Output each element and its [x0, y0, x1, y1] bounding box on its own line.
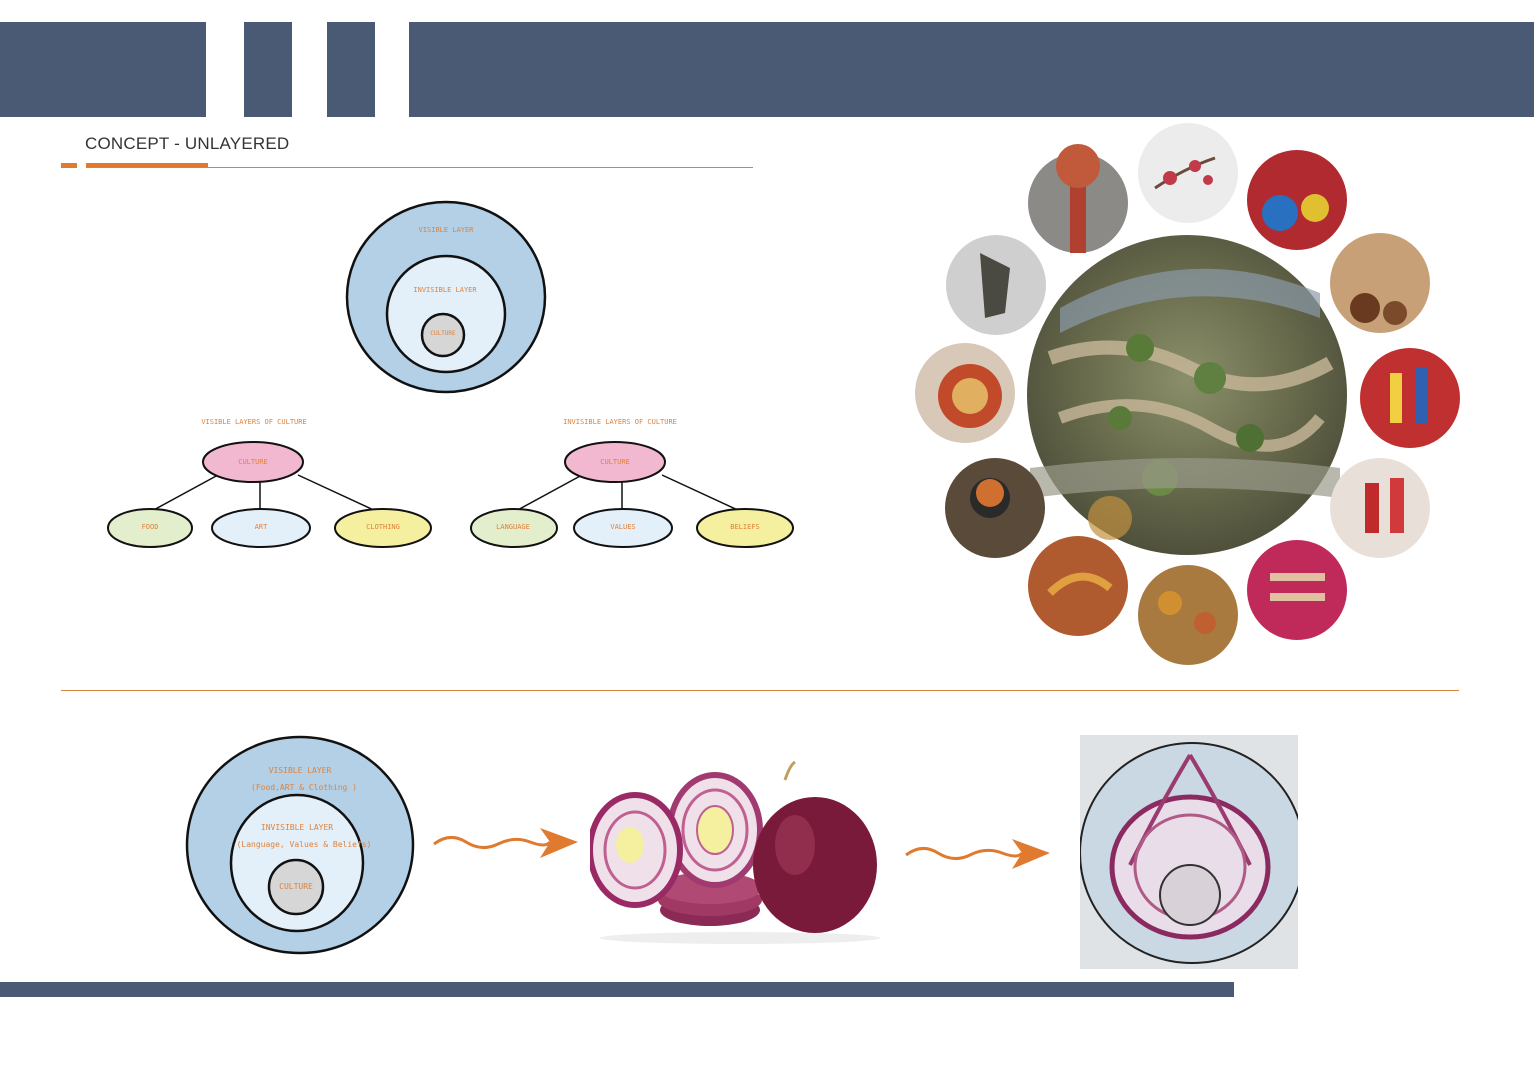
landscape-park-photo [1027, 235, 1347, 555]
bronze-statue-photo [946, 235, 1046, 335]
bottom-core-label: CULTURE [279, 882, 313, 891]
street-food-photo [1028, 536, 1128, 636]
wavy-arrow-1 [433, 828, 578, 858]
invisible-tree-heading: INVISIBLE LAYERS OF CULTURE [563, 418, 677, 426]
culture-core [420, 312, 466, 358]
thali-food-photo [1138, 565, 1238, 665]
title-underline [86, 167, 753, 168]
drummers-photo [1330, 233, 1430, 333]
bangles-photo [1247, 540, 1347, 640]
header-band-right [409, 22, 1534, 117]
bottom-visible-label: VISIBLE LAYER [268, 766, 332, 775]
art-label: ART [254, 523, 268, 531]
onion-layer-overlay-photo [1080, 735, 1298, 969]
top-layer-diagram [345, 200, 547, 394]
festival-fans-photo [1247, 150, 1347, 250]
section-divider [61, 690, 1459, 691]
values-label: VALUES [610, 523, 636, 531]
values-node [573, 508, 673, 548]
clothing-label: CLOTHING [366, 523, 400, 531]
bottom-culture-core [267, 858, 325, 916]
clothing-node [334, 508, 432, 548]
bottom-visible-sub: (Food,ART & Clothing ) [251, 783, 357, 792]
top-invisible-label: INVISIBLE LAYER [413, 286, 477, 294]
masked-dancers-photo [1330, 458, 1430, 558]
dance-sculpture-photo [1028, 144, 1128, 253]
invisible-root-label: CULTURE [600, 458, 630, 466]
red-onion-photo [590, 760, 880, 944]
header-band-stripe-2 [327, 22, 375, 117]
top-core-label: CULTURE [430, 330, 456, 337]
invisible-tree-diagram [470, 441, 794, 548]
korean-food-photo [945, 458, 1045, 558]
title-accent-bar [86, 163, 208, 168]
page-title: CONCEPT - UNLAYERED [85, 134, 290, 153]
art-node [211, 508, 311, 548]
noodle-bowl-photo [915, 343, 1015, 443]
visible-tree-diagram [107, 441, 432, 548]
invisible-root-node [564, 441, 666, 483]
cherry-blossom-photo [1138, 123, 1238, 223]
bottom-layer-diagram [185, 735, 415, 955]
beliefs-node [696, 508, 794, 548]
title-accent-small [61, 163, 77, 168]
folk-costume-photo [1360, 348, 1460, 448]
footer-band [0, 982, 1234, 997]
beliefs-label: BELIEFS [730, 523, 760, 531]
bottom-invisible-sub: (Language, Values & Beliefs) [236, 840, 372, 849]
culture-photo-collage [915, 123, 1460, 665]
bottom-invisible-label: INVISIBLE LAYER [260, 823, 334, 832]
header-band-left [0, 22, 206, 117]
visible-tree-heading: VISIBLE LAYERS OF CULTURE [201, 418, 307, 426]
visible-root-node [202, 441, 304, 483]
food-node [107, 508, 193, 548]
header-band-stripe-1 [244, 22, 292, 117]
wavy-arrow-2 [905, 839, 1050, 869]
top-visible-label: VISIBLE LAYER [418, 226, 474, 234]
language-label: LANGUAGE [496, 523, 530, 531]
visible-root-label: CULTURE [238, 458, 268, 466]
language-node [470, 508, 558, 548]
food-label: FOOD [141, 523, 159, 531]
